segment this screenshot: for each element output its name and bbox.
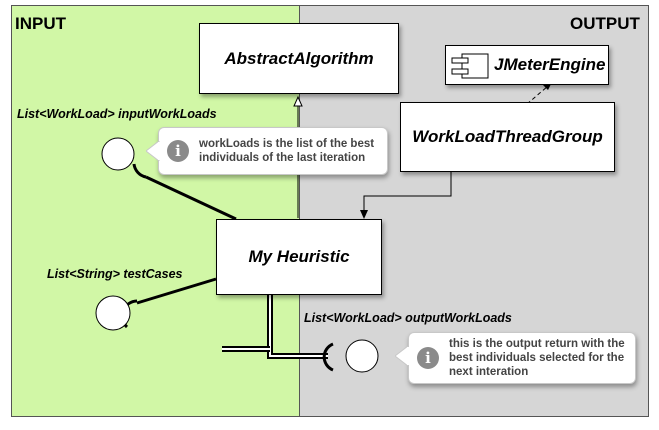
abstract-algorithm-box[interactable]: AbstractAlgorithm xyxy=(199,23,399,94)
output-workloads-label: List<WorkLoad> outputWorkLoads xyxy=(304,311,512,325)
info-icon: i xyxy=(167,140,189,162)
my-heuristic-label: My Heuristic xyxy=(248,247,350,266)
input-workloads-port xyxy=(101,137,135,171)
test-cases-port xyxy=(95,295,131,331)
input-workloads-label: List<WorkLoad> inputWorkLoads xyxy=(17,107,217,121)
threadgroup-to-heuristic-line xyxy=(363,172,452,215)
input-panel-title: INPUT xyxy=(15,14,66,33)
abstract-algorithm-label: AbstractAlgorithm xyxy=(224,48,374,68)
output-workloads-link-inner xyxy=(269,295,328,357)
input-workloads-note-text: workLoads is the list of the best indivi… xyxy=(199,138,375,164)
output-workloads-note-text: this is the output return with the best … xyxy=(449,338,625,378)
jmeter-engine-label: JMeterEngine xyxy=(494,55,606,74)
input-workloads-link xyxy=(145,175,237,221)
output-workloads-note: i this is the output return with the bes… xyxy=(408,332,636,384)
output-note-pointer xyxy=(395,346,409,366)
output-panel-title: OUTPUT xyxy=(570,14,640,33)
output-workloads-link-outer xyxy=(267,295,328,359)
test-cases-label: List<String> testCases xyxy=(47,267,183,281)
input-note-pointer xyxy=(146,141,160,161)
my-heuristic-box[interactable]: My Heuristic xyxy=(216,219,382,295)
input-workloads-socket xyxy=(132,163,147,179)
workload-thread-group-label: WorkLoadThreadGroup xyxy=(412,127,603,146)
output-workloads-socket xyxy=(322,342,334,372)
info-icon: i xyxy=(417,347,439,369)
threadgroup-to-heuristic-arrowhead xyxy=(360,210,368,219)
workload-thread-group-box[interactable]: WorkLoadThreadGroup xyxy=(400,102,615,172)
jmeter-engine-box[interactable]: JMeterEngine xyxy=(445,45,609,85)
dependency-line xyxy=(526,85,549,105)
component-icon xyxy=(451,53,489,79)
test-cases-link xyxy=(136,277,217,305)
input-workloads-note: i workLoads is the list of the best indi… xyxy=(158,127,388,175)
output-workloads-port xyxy=(345,339,379,373)
generalization-arrowhead xyxy=(293,95,303,107)
